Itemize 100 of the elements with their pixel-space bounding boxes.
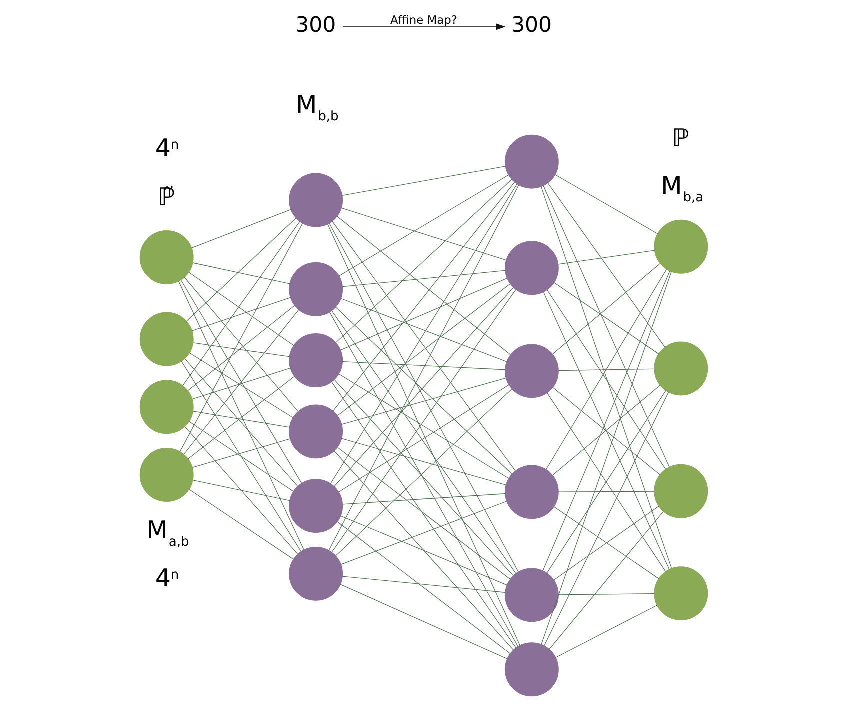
label: M$_{b,a}$ <box>661 171 704 206</box>
node-circle <box>289 173 344 228</box>
connector <box>192 209 292 248</box>
connector <box>541 271 672 646</box>
connector <box>178 280 304 550</box>
connector <box>189 421 294 492</box>
connector <box>338 374 510 479</box>
connector <box>549 511 664 650</box>
connector <box>192 480 290 502</box>
connector <box>558 491 655 492</box>
label: M$_{a,b}$ <box>146 515 190 550</box>
connector <box>338 447 511 580</box>
connector <box>327 224 521 646</box>
connector <box>338 522 511 654</box>
arrow <box>342 24 506 30</box>
node-circle <box>654 220 708 274</box>
node-circle <box>289 546 344 601</box>
connector <box>188 376 295 460</box>
node-circle <box>140 230 194 284</box>
connector <box>340 584 508 660</box>
connector <box>332 221 516 472</box>
connector <box>336 307 512 475</box>
connector <box>184 358 298 487</box>
connector <box>329 223 519 572</box>
node-circle <box>654 342 708 396</box>
connector <box>188 272 294 346</box>
connector <box>184 310 300 455</box>
connector <box>192 368 291 400</box>
node-text: 300 <box>511 13 552 38</box>
connector <box>193 411 290 428</box>
connector <box>336 179 512 343</box>
node-circle <box>140 448 194 502</box>
connector <box>334 450 514 651</box>
connector <box>336 388 512 556</box>
connector <box>554 282 660 354</box>
edge-label: Affine Map? <box>390 12 458 27</box>
connector <box>334 287 514 487</box>
connector <box>341 208 507 261</box>
connector <box>342 576 506 593</box>
connector <box>342 362 506 370</box>
connector <box>188 305 296 392</box>
node-circle <box>504 568 559 622</box>
connector <box>342 378 507 425</box>
connector <box>330 184 518 484</box>
connector <box>328 184 520 551</box>
connector <box>541 186 672 569</box>
label: 4$^{n}$ <box>155 564 180 593</box>
connector <box>543 185 670 468</box>
connector <box>552 263 661 355</box>
connector <box>544 392 670 646</box>
connector <box>548 182 666 348</box>
connector <box>342 438 507 486</box>
connector <box>192 438 291 468</box>
connector <box>342 494 506 505</box>
connector <box>342 270 506 288</box>
node-circle <box>289 334 344 388</box>
connector <box>340 516 508 586</box>
connector <box>555 605 658 658</box>
node-text: 300 <box>296 13 336 38</box>
connector <box>339 174 509 276</box>
connector <box>338 284 511 416</box>
label: ℙ̃ <box>158 182 176 212</box>
connector <box>182 221 300 386</box>
connector <box>334 380 514 576</box>
node-circle <box>289 262 344 316</box>
label: ℙ <box>672 124 690 153</box>
node-circle <box>504 344 559 398</box>
node-circle <box>140 380 194 434</box>
connector <box>193 342 290 358</box>
connector <box>332 310 516 574</box>
connector <box>331 382 516 648</box>
connector <box>558 250 655 265</box>
node-circle <box>289 479 344 534</box>
node-circle <box>504 134 559 189</box>
node-circle <box>654 464 708 518</box>
connector <box>332 182 516 412</box>
connector <box>192 297 292 332</box>
node-circle <box>654 566 708 621</box>
node-circle <box>504 465 559 520</box>
connector <box>181 361 302 552</box>
connector <box>337 216 511 356</box>
node-circle <box>504 642 559 697</box>
connector <box>189 352 294 418</box>
label: 4$^{n}$ <box>155 134 180 163</box>
connector <box>558 368 655 372</box>
connector <box>338 384 510 492</box>
node-circle <box>504 241 559 296</box>
label: M$_{b,b}$ <box>296 90 339 125</box>
node-circle <box>289 404 344 459</box>
connector <box>558 594 655 596</box>
connector <box>184 426 298 555</box>
connector <box>340 298 508 362</box>
connector <box>340 278 508 351</box>
connector <box>192 262 290 284</box>
connector <box>184 277 299 412</box>
connector <box>340 501 508 566</box>
connector <box>332 289 516 553</box>
connector <box>180 280 302 484</box>
connector <box>189 489 294 560</box>
node-circle <box>140 312 194 366</box>
